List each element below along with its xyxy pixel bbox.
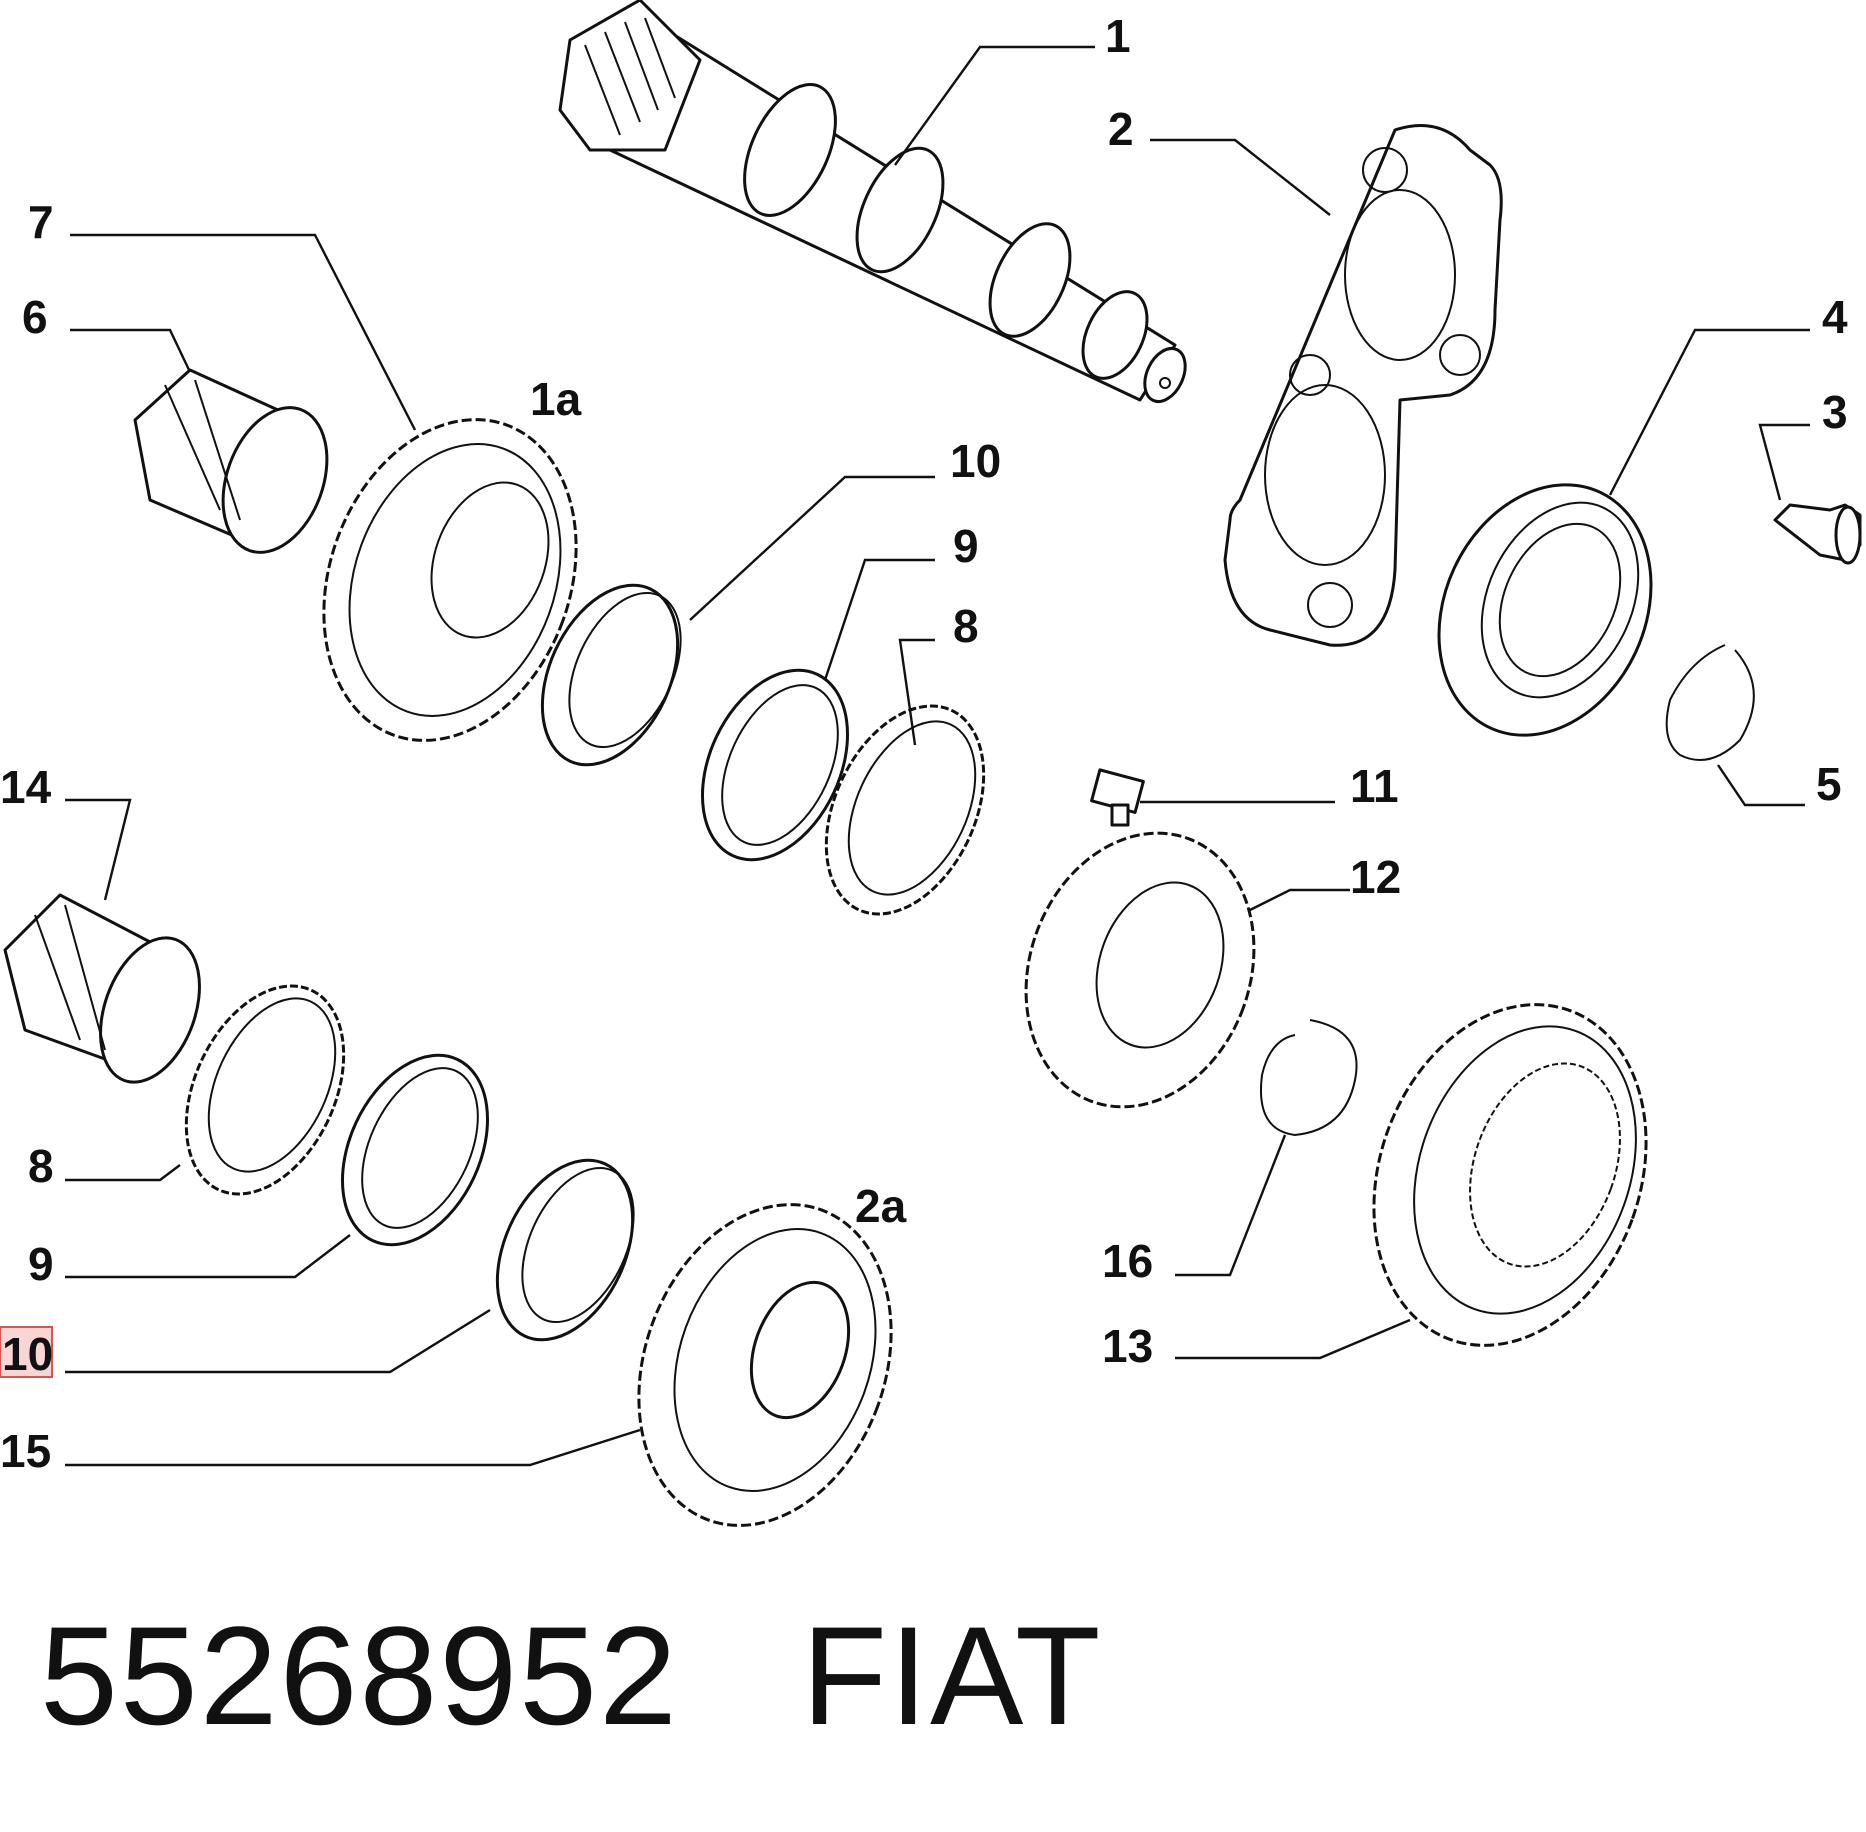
label-3: 3 [1822, 386, 1848, 438]
label-10-bottom: 10 [2, 1328, 53, 1380]
label-7: 7 [28, 196, 54, 248]
part-12-synchro-hub [1024, 831, 1256, 1109]
part-8-synchro-ring-top [824, 704, 986, 916]
label-1a: 1a [530, 373, 582, 425]
label-8-top: 8 [953, 600, 979, 652]
label-9-bottom: 9 [28, 1238, 54, 1290]
leader-lines [65, 45, 1810, 1467]
highlight-box [0, 1326, 53, 1378]
brand-name: FIAT [801, 1597, 1103, 1754]
label-6: 6 [22, 291, 48, 343]
part-7-gear-1a [322, 418, 578, 742]
callout-labels: 1 2 1a 2a 3 4 5 6 7 8 8 9 9 10 10 11 12 … [0, 10, 1848, 1477]
label-2a: 2a [855, 1180, 907, 1232]
label-13: 13 [1102, 1320, 1153, 1372]
label-5: 5 [1816, 758, 1842, 810]
part-number-caption: 55268952 FIAT [40, 1595, 1103, 1757]
label-11: 11 [1350, 760, 1399, 812]
label-12: 12 [1350, 851, 1401, 903]
label-15: 15 [0, 1425, 51, 1477]
label-16: 16 [1102, 1235, 1153, 1287]
part-number: 55268952 [40, 1597, 679, 1754]
part-9-ring-bottom [340, 1053, 490, 1247]
part-1-main-shaft [558, 0, 1187, 403]
part-15-gear-2a [637, 1203, 893, 1527]
part-16-circlip [1260, 1019, 1358, 1137]
part-5-circlip [1665, 644, 1755, 761]
part-9-ring-top [700, 668, 850, 862]
part-14-needle-bearing [3, 893, 201, 1084]
part-10-synchro-cone-bottom [495, 1158, 635, 1342]
part-13-synchro-sleeve [1372, 1003, 1648, 1347]
part-8-synchro-ring-bottom [184, 984, 346, 1196]
label-4: 4 [1822, 291, 1848, 343]
part-6-needle-bearing [133, 368, 329, 554]
part-11-key [1090, 768, 1145, 827]
part-10-synchro-cone-top [540, 583, 682, 767]
label-1: 1 [1105, 10, 1131, 62]
label-14: 14 [0, 761, 52, 813]
part-4-bearing [1437, 483, 1653, 737]
label-8-bottom: 8 [28, 1140, 54, 1192]
part-2-plate [1223, 124, 1503, 647]
label-9-top: 9 [953, 520, 979, 572]
label-10-top: 10 [950, 435, 1001, 487]
label-2: 2 [1108, 103, 1134, 155]
part-3-screw [1773, 503, 1862, 565]
